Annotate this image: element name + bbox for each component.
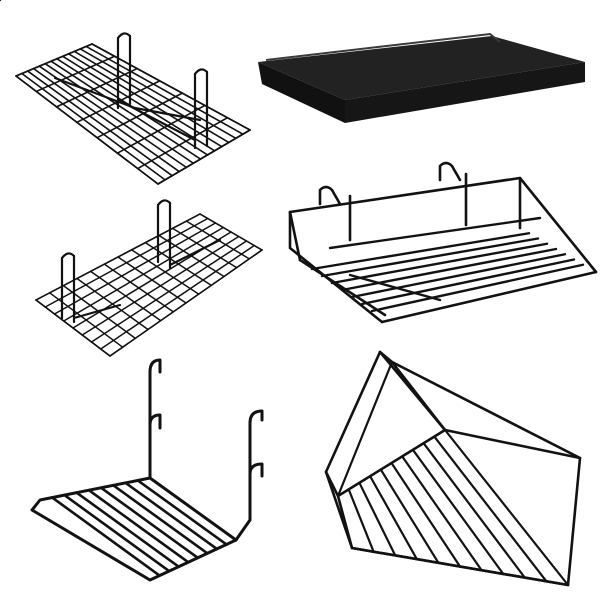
rack-wire (328, 216, 542, 250)
rack-wire (310, 232, 531, 271)
rack-wire (63, 493, 171, 573)
rack-wire (99, 486, 200, 560)
rack-wire (336, 360, 394, 498)
grid-wire (136, 116, 229, 170)
grid-wire (90, 240, 248, 343)
grid-wire (81, 235, 240, 336)
frame-wire (35, 213, 201, 301)
rack-wire (50, 496, 161, 577)
grid-shelf-flat-top-left (15, 32, 251, 185)
grid-wire (61, 55, 216, 152)
frame-wire (157, 129, 251, 185)
grid-wire (44, 62, 195, 165)
rack-wire (124, 481, 219, 551)
rack-wire (112, 484, 209, 555)
frame-wire (199, 213, 263, 251)
grid-wire (55, 67, 138, 108)
grid-shelf-flat-mid-left (35, 199, 263, 357)
pegboard-wire-shelf-with-lip (0, 0, 598, 324)
rack-wire (433, 435, 548, 583)
rack-wire (358, 481, 397, 557)
rack-wire (360, 258, 576, 306)
pegboard-slanted-wire-shelf (30, 358, 264, 582)
grid-wire (85, 45, 244, 135)
grid-wire (63, 226, 224, 322)
grid-wire (79, 48, 237, 140)
grid-wire (21, 72, 166, 181)
rack-wire (369, 475, 418, 561)
grid-wire (100, 244, 255, 350)
rack-wire (443, 428, 570, 587)
grid-wire (50, 60, 202, 160)
rack-wire (411, 448, 505, 576)
frame-wire (109, 249, 263, 357)
slatwall-shelf-solid-black (258, 32, 585, 123)
grid-wire (53, 222, 217, 315)
rack-wire (370, 263, 585, 313)
grid-wire (73, 50, 230, 144)
rack-wire (422, 442, 526, 579)
grid-wire (26, 70, 173, 177)
frame-wire (35, 299, 111, 357)
grid-wire (32, 67, 181, 173)
rack-wire (320, 237, 540, 278)
rack-wire (350, 253, 567, 299)
frame-wire (15, 43, 93, 77)
grid-wire (116, 104, 206, 154)
grid-wire (67, 53, 223, 148)
frame-wire (15, 75, 159, 185)
grid-wire (38, 65, 188, 169)
rack-wire (136, 479, 228, 546)
rack-wire (401, 455, 483, 572)
rack-wire (330, 242, 549, 285)
rack-wire (75, 491, 180, 568)
rack-wire (347, 488, 375, 553)
grid-wire (44, 217, 209, 308)
frame-wire (91, 43, 251, 131)
grid-wire (35, 55, 116, 93)
rack-wire (348, 273, 442, 302)
rack-wire (87, 488, 190, 564)
rack-wire (390, 461, 462, 568)
wire-basket-shelf-angled (324, 350, 582, 587)
grid-wire (96, 92, 184, 139)
rack-wire (379, 468, 440, 564)
